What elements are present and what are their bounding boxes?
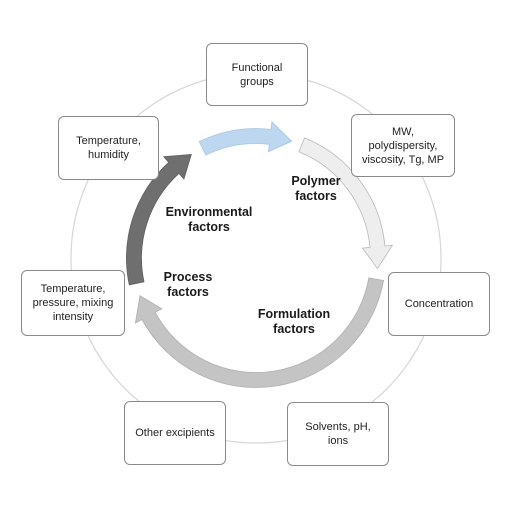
formulation-factors-line-1: Formulation xyxy=(257,307,331,321)
concentration-box: Concentration xyxy=(388,272,490,336)
concentration-line-1: Concentration xyxy=(404,298,474,310)
environmental-factors-line-1: Environmental xyxy=(165,205,253,219)
formulation-factors-label: Formulation factors xyxy=(244,307,344,337)
process-parameters-line-2: pressure, mixing xyxy=(32,297,114,309)
environmental-factors-line-2: factors xyxy=(188,220,230,234)
polymer-properties-box: MW, polydispersity, viscosity, Tg, MP xyxy=(351,114,455,177)
temperature-humidity-box: Temperature, humidity xyxy=(58,116,159,180)
process-factors-label: Process factors xyxy=(150,270,226,300)
process-factors-line-2: factors xyxy=(167,285,209,299)
other-excipients-box: Other excipients xyxy=(124,401,226,465)
temperature-humidity-line-1: Temperature, xyxy=(76,135,141,147)
other-excipients-line-1: Other excipients xyxy=(135,427,215,439)
polymer-properties-line-3: viscosity, Tg, MP xyxy=(361,153,445,166)
polymer-properties-line-1: MW, xyxy=(392,125,414,138)
process-parameters-box: Temperature, pressure, mixing intensity xyxy=(21,270,125,336)
functional-groups-line-1: Functional xyxy=(231,61,283,74)
solvents-line-2: ions xyxy=(327,435,349,447)
solvents-box: Solvents, pH, ions xyxy=(287,402,389,466)
polymer-factors-line-1: Polymer xyxy=(291,174,341,188)
polymer-factors-label: Polymer factors xyxy=(276,174,356,204)
polymer-factors-arrow xyxy=(298,137,394,270)
polymer-factors-line-2: factors xyxy=(295,189,337,203)
process-parameters-line-1: Temperature, xyxy=(40,283,106,295)
polymer-properties-line-2: polydispersity, xyxy=(368,139,438,152)
process-factors-arrow xyxy=(126,154,192,286)
functional-groups-line-2: groups xyxy=(240,75,274,88)
process-factors-line-1: Process xyxy=(163,270,213,284)
formulation-factors-line-2: factors xyxy=(273,322,315,336)
functional-groups-box: Functional groups xyxy=(206,43,308,106)
environmental-factors-label: Environmental factors xyxy=(157,205,261,235)
solvents-line-1: Solvents, pH, xyxy=(305,421,371,433)
environmental-factors-arrow xyxy=(198,121,293,156)
formulation-factors-arrow xyxy=(134,277,384,388)
temperature-humidity-line-2: humidity xyxy=(88,149,129,161)
process-parameters-line-3: intensity xyxy=(52,311,94,323)
